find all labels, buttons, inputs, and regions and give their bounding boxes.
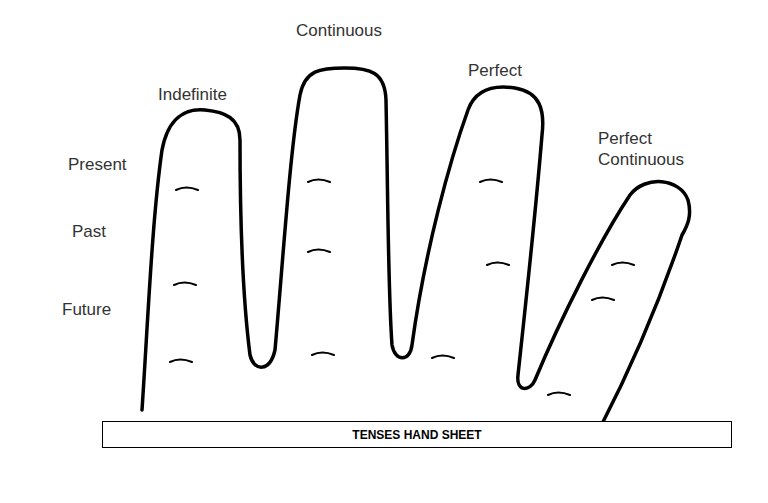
crease-mark: [308, 180, 330, 183]
caption-box: TENSES HAND SHEET: [102, 421, 732, 448]
crease-mark: [170, 360, 192, 363]
tense-label: Future: [62, 299, 142, 320]
crease-mark: [308, 250, 330, 253]
hand-outline: [142, 68, 690, 428]
tense-label: Perfect: [468, 60, 568, 81]
crease-mark: [312, 353, 334, 356]
crease-mark: [480, 180, 502, 183]
crease-mark: [487, 263, 509, 266]
tense-label: Present: [68, 154, 158, 175]
tense-label: Indefinite: [158, 84, 278, 105]
crease-mark: [174, 283, 196, 286]
tense-label: Past: [72, 221, 142, 242]
crease-mark: [176, 188, 198, 191]
crease-mark: [612, 263, 634, 266]
crease-mark: [592, 298, 614, 301]
crease-mark: [548, 393, 570, 396]
finger-creases: [170, 180, 634, 396]
crease-mark: [432, 356, 454, 359]
tense-label: Continuous: [296, 20, 416, 41]
tense-label: Perfect Continuous: [598, 128, 726, 171]
